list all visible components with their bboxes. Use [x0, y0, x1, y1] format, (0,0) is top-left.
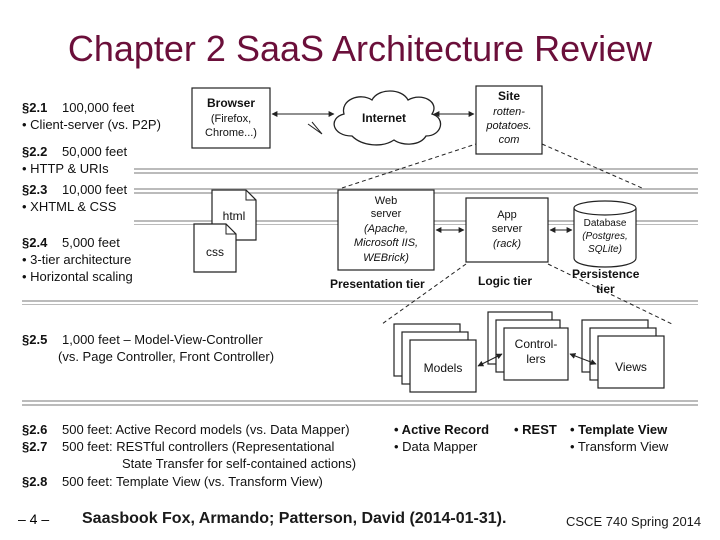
site-node: Site rotten- potatoes. com — [475, 85, 543, 155]
svg-text:Models: Models — [424, 361, 463, 375]
app-server-node: App server (rack) — [465, 197, 549, 263]
svg-text:• Data Mapper: • Data Mapper — [394, 439, 478, 454]
course-label: CSCE 740 Spring 2014 — [566, 514, 702, 529]
svg-text:• Transform View: • Transform View — [570, 439, 669, 454]
svg-text:Microsoft IIS,: Microsoft IIS, — [354, 237, 418, 249]
presentation-tier-label: Presentation tier — [330, 277, 425, 291]
browser-node: Browser (Firefox, Chrome...) — [191, 87, 271, 149]
svg-text:§2.8: §2.8 — [22, 474, 47, 489]
logic-tier-label: Logic tier — [478, 274, 532, 288]
level-2-5: §2.5 1,000 feet – Model-View-Controller … — [22, 332, 274, 364]
svg-text:Browser: Browser — [207, 96, 255, 110]
svg-text:Internet: Internet — [362, 111, 406, 125]
svg-text:10,000 feet: 10,000 feet — [62, 182, 127, 197]
svg-text:• Active Record: • Active Record — [394, 422, 489, 437]
level-2-6: §2.6 500 feet: Active Record models (vs.… — [22, 422, 350, 437]
svg-text:lers: lers — [526, 352, 545, 366]
svg-text:com: com — [499, 134, 520, 146]
svg-text:Chrome...): Chrome...) — [205, 127, 257, 139]
css-document-icon: css — [193, 223, 237, 273]
svg-text:§2.5: §2.5 — [22, 332, 47, 347]
svg-text:§2.7: §2.7 — [22, 439, 47, 454]
level-2-3: §2.3 10,000 feet • XHTML & CSS — [22, 182, 127, 214]
models-stack: Models — [393, 323, 477, 393]
svg-text:50,000 feet: 50,000 feet — [62, 144, 127, 159]
svg-text:Views: Views — [615, 360, 647, 374]
mvc-arrows — [477, 353, 597, 367]
svg-text:500 feet: RESTful controllers: 500 feet: RESTful controllers (Represent… — [62, 439, 335, 454]
site-zoom-lines — [341, 143, 643, 189]
svg-text:§2.1: §2.1 — [22, 100, 47, 115]
divider-5 — [22, 400, 698, 407]
svg-text:(vs. Page Controller, Front Co: (vs. Page Controller, Front Controller) — [58, 349, 274, 364]
svg-text:Web: Web — [375, 195, 397, 207]
svg-text:500 feet: Active Record models: 500 feet: Active Record models (vs. Data… — [62, 422, 350, 437]
database-node: Database (Postgres, SQLite) — [573, 200, 637, 268]
pattern-list-active-record: • Active Record • Data Mapper — [394, 422, 489, 454]
svg-text:WEBrick): WEBrick) — [363, 252, 409, 264]
svg-text:• 3-tier architecture: • 3-tier architecture — [22, 252, 131, 267]
controllers-stack: Control- lers — [487, 311, 569, 381]
svg-text:(Postgres,: (Postgres, — [582, 231, 628, 242]
pattern-list-rest: • REST — [514, 422, 557, 437]
level-2-2: §2.2 50,000 feet • HTTP & URIs — [22, 144, 127, 176]
svg-text:1,000 feet – Model-View-Contro: 1,000 feet – Model-View-Controller — [62, 332, 263, 347]
saas-architecture-diagram: §2.1 100,000 feet • Client-server (vs. P… — [22, 85, 698, 489]
views-stack: Views — [581, 319, 665, 389]
divider-1 — [134, 168, 698, 175]
svg-text:• Template View: • Template View — [570, 422, 668, 437]
svg-text:State Transfer for self-contai: State Transfer for self-contained action… — [122, 456, 356, 471]
svg-text:5,000 feet: 5,000 feet — [62, 235, 120, 250]
slide-number: – 4 – — [18, 511, 50, 527]
svg-text:• HTTP & URIs: • HTTP & URIs — [22, 161, 109, 176]
svg-text:Database: Database — [584, 218, 627, 229]
svg-text:html: html — [223, 209, 246, 223]
page-title: Chapter 2 SaaS Architecture Review — [67, 28, 653, 69]
svg-text:Control-: Control- — [515, 337, 558, 351]
level-2-1: §2.1 100,000 feet • Client-server (vs. P… — [22, 100, 161, 132]
svg-text:§2.6: §2.6 — [22, 422, 47, 437]
svg-text:(Apache,: (Apache, — [364, 223, 408, 235]
svg-text:500 feet: Template View (vs. T: 500 feet: Template View (vs. Transform V… — [62, 474, 323, 489]
svg-text:• Client-server (vs. P2P): • Client-server (vs. P2P) — [22, 117, 161, 132]
svg-text:• Horizontal scaling: • Horizontal scaling — [22, 269, 133, 284]
mvc-zoom-lines — [381, 263, 673, 325]
persistence-tier-label: Persistence tier — [572, 267, 640, 296]
divider-4 — [22, 298, 698, 305]
level-2-4: §2.4 5,000 feet • 3-tier architecture • … — [22, 235, 133, 284]
svg-text:css: css — [206, 245, 224, 259]
internet-cloud: Internet — [333, 90, 442, 146]
svg-text:§2.4: §2.4 — [22, 235, 48, 250]
svg-text:rotten-: rotten- — [493, 106, 525, 118]
svg-text:100,000 feet: 100,000 feet — [62, 100, 135, 115]
svg-text:server: server — [492, 223, 523, 235]
svg-text:App: App — [497, 209, 517, 221]
svg-text:Site: Site — [498, 89, 520, 103]
svg-text:server: server — [371, 208, 402, 220]
svg-text:• REST: • REST — [514, 422, 557, 437]
svg-text:(Firefox,: (Firefox, — [211, 113, 251, 125]
svg-text:tier: tier — [596, 282, 615, 296]
level-2-8: §2.8 500 feet: Template View (vs. Transf… — [22, 474, 323, 489]
pattern-list-template-view: • Template View • Transform View — [570, 422, 669, 454]
citation: Saasbook Fox, Armando; Patterson, David … — [82, 510, 507, 527]
level-2-7: §2.7 500 feet: RESTful controllers (Repr… — [22, 439, 356, 471]
svg-text:Persistence: Persistence — [572, 267, 640, 281]
client-server-arrows — [271, 111, 475, 135]
svg-text:potatoes.: potatoes. — [485, 120, 531, 132]
svg-text:§2.2: §2.2 — [22, 144, 47, 159]
svg-text:§2.3: §2.3 — [22, 182, 47, 197]
web-server-node: Web server (Apache, Microsoft IIS, WEBri… — [337, 189, 435, 271]
svg-text:SQLite): SQLite) — [588, 244, 622, 255]
svg-text:(rack): (rack) — [493, 238, 521, 250]
svg-text:• XHTML & CSS: • XHTML & CSS — [22, 199, 117, 214]
